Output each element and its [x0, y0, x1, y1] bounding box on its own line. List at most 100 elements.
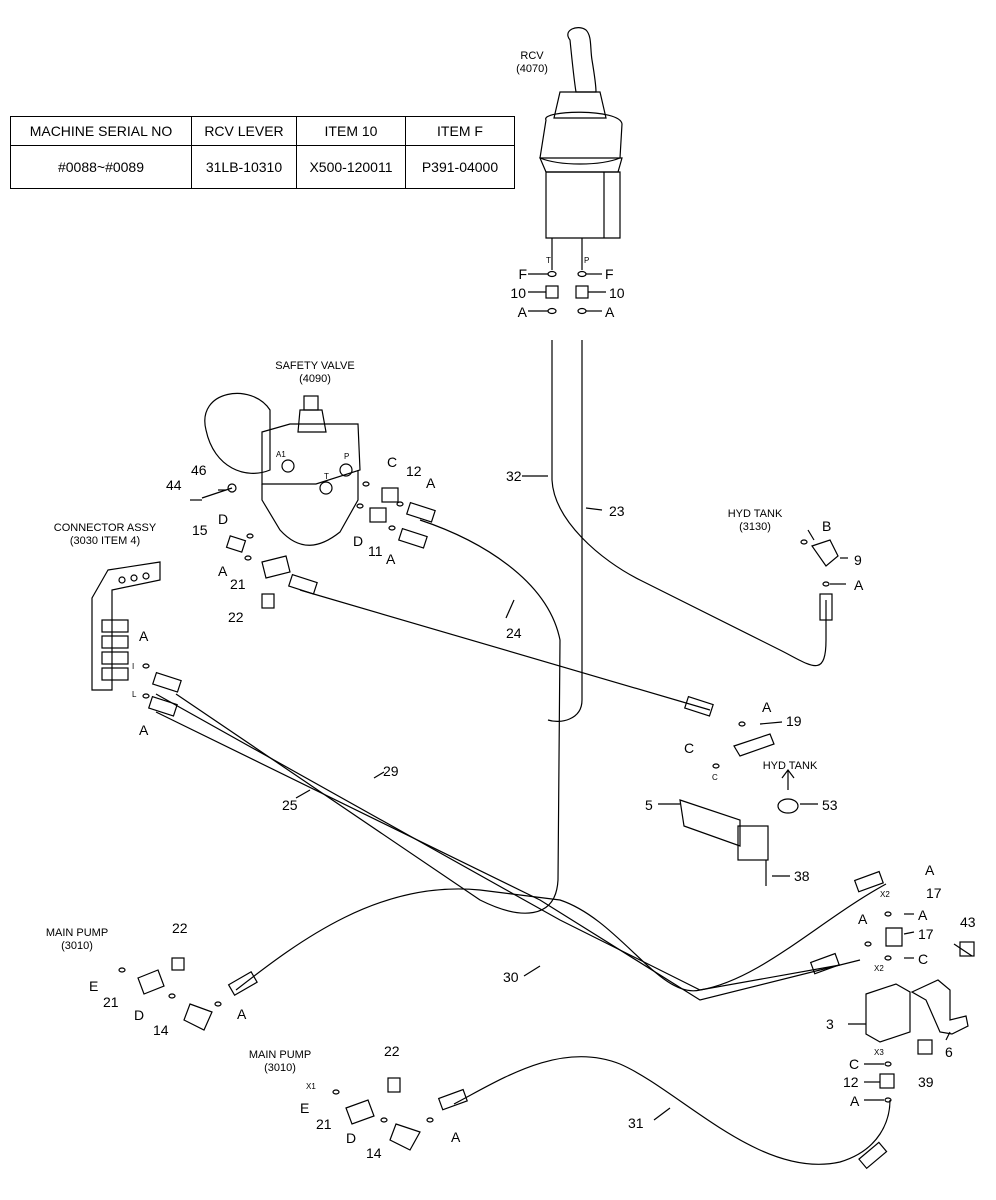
callout-11: 11 [368, 543, 383, 559]
safety-valve-name: SAFETY VALVE [275, 360, 355, 372]
callout-e-1: E [89, 978, 99, 994]
callout-a-5: A [139, 722, 149, 738]
callout-a-left: A [517, 304, 527, 320]
callout-a-6: A [854, 577, 864, 593]
hyd-tank-code: (3130) [739, 521, 771, 533]
callout-a-3: A [218, 563, 228, 579]
callout-21-1: 21 [230, 576, 246, 592]
port-label-t: T [546, 256, 551, 265]
main-pump-2-code: (3010) [264, 1062, 296, 1074]
callout-a-8: A [925, 862, 935, 878]
callout-32: 32 [506, 468, 522, 484]
callout-6: 6 [945, 1044, 953, 1060]
callout-a-10: A [858, 911, 868, 927]
callout-39: 39 [918, 1074, 934, 1090]
table-cell-item-10: X500-120011 [296, 145, 406, 189]
hyd-tank-label: HYD TANK (3130) [728, 508, 783, 534]
callout-43: 43 [960, 914, 976, 930]
connector-assy-code: (3030 ITEM 4) [69, 535, 141, 547]
callout-44: 44 [166, 477, 182, 493]
callout-15: 15 [192, 522, 208, 538]
table-header-item-f: ITEM F [405, 116, 515, 146]
callout-31: 31 [628, 1115, 644, 1131]
callout-21-3: 21 [316, 1116, 332, 1132]
callout-10-right: 10 [609, 285, 625, 301]
callout-d-4: D [346, 1130, 357, 1146]
callout-d-2: D [353, 533, 364, 549]
callout-46: 46 [191, 462, 207, 478]
callout-29: 29 [383, 763, 399, 779]
callout-12-1: 12 [406, 463, 422, 479]
callout-25: 25 [282, 797, 298, 813]
callout-38: 38 [794, 868, 810, 884]
callout-14-1: 14 [153, 1022, 169, 1038]
callout-c-3: C [918, 951, 929, 967]
main-pump-1-label: MAIN PUMP (3010) [46, 927, 108, 953]
hyd-tank-name: HYD TANK [727, 508, 783, 520]
callout-b: B [822, 518, 832, 534]
safety-valve-label: SAFETY VALVE (4090) [275, 360, 354, 386]
safety-valve-code: (4090) [299, 373, 331, 385]
port-label-x2-b: X2 [874, 964, 884, 973]
callout-f-left: F [518, 266, 527, 282]
port-label-p: P [584, 256, 590, 265]
serial-number-table: MACHINE SERIAL NO RCV LEVER ITEM 10 ITEM… [10, 116, 515, 189]
callout-12-2: 12 [843, 1074, 859, 1090]
port-label-ca-i: I [132, 662, 135, 671]
callout-21-2: 21 [103, 994, 119, 1010]
table-header-row: MACHINE SERIAL NO RCV LEVER ITEM 10 ITEM… [10, 116, 515, 146]
table-row: #0088~#0089 31LB-10310 X500-120011 P391-… [10, 145, 515, 189]
callout-5: 5 [645, 797, 653, 813]
callout-a-7: A [762, 699, 772, 715]
table-cell-serial: #0088~#0089 [10, 145, 192, 189]
callout-a-9: A [918, 907, 928, 923]
main-pump-2-name: MAIN PUMP [248, 1049, 312, 1061]
callout-a-1: A [426, 475, 436, 491]
callout-10-left: 10 [510, 285, 526, 301]
table-cell-rcv-lever: 31LB-10310 [191, 145, 297, 189]
port-label-sv-t: T [324, 472, 329, 481]
callout-24: 24 [506, 625, 522, 641]
callout-a-13: A [451, 1129, 461, 1145]
connector-assy-name: CONNECTOR ASSY [53, 522, 157, 534]
callout-17-a: 17 [926, 885, 942, 901]
safety-valve-drawing [204, 392, 361, 546]
rcv-code: (4070) [516, 63, 548, 75]
main-pump-1-name: MAIN PUMP [45, 927, 109, 939]
port-label-ca-l: L [132, 690, 137, 699]
port-label-a1: A1 [276, 450, 286, 459]
callout-53: 53 [822, 797, 838, 813]
callout-c-2: C [684, 740, 695, 756]
port-label-c-small: C [712, 773, 718, 782]
main-pump-2-label: MAIN PUMP (3010) [249, 1049, 311, 1075]
port-label-x3: X3 [874, 1048, 884, 1057]
callout-a-right: A [605, 304, 615, 320]
callout-19: 19 [786, 713, 802, 729]
table-header-rcv-lever: RCV LEVER [191, 116, 297, 146]
port-label-x1: X1 [306, 1082, 316, 1091]
callout-f-right: F [605, 266, 614, 282]
callout-e-2: E [300, 1100, 310, 1116]
fittings-drawing [137, 483, 975, 1170]
port-label-sv-p: P [344, 452, 350, 461]
callout-a-2: A [386, 551, 396, 567]
callout-17-b: 17 [918, 926, 934, 942]
callout-30: 30 [503, 969, 519, 985]
callout-a-12: A [237, 1006, 247, 1022]
connector-assy-drawing [91, 561, 161, 691]
callout-a-11: A [850, 1093, 860, 1109]
callout-c-4: C [849, 1056, 860, 1072]
callout-d-1: D [218, 511, 229, 527]
table-cell-item-f: P391-04000 [405, 145, 515, 189]
callout-d-3: D [134, 1007, 145, 1023]
callout-22-1: 22 [228, 609, 244, 625]
table-header-item-10: ITEM 10 [296, 116, 406, 146]
table-header-machine-serial: MACHINE SERIAL NO [10, 116, 192, 146]
connector-assy-label: CONNECTOR ASSY (3030 ITEM 4) [54, 522, 157, 548]
callout-c-1: C [387, 454, 398, 470]
callout-a-4: A [139, 628, 149, 644]
callout-9: 9 [854, 552, 862, 568]
rcv-label: RCV (4070) [516, 50, 548, 76]
callout-22-3: 22 [384, 1043, 400, 1059]
